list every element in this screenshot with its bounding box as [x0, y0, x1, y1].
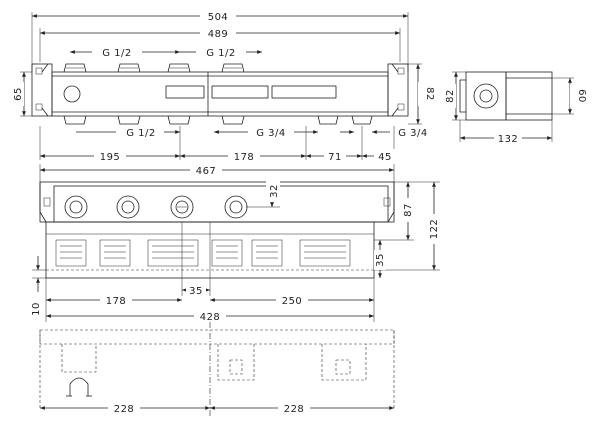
dim-pitch-3: 71: [328, 152, 342, 163]
front-dim-dist-1: 178: [106, 296, 127, 307]
front-view: 467 32: [30, 163, 440, 323]
side-dim-width: 132: [498, 134, 519, 145]
bottom-dim-half-right: 228: [284, 404, 305, 415]
thread-top-1: G 1/2: [102, 48, 132, 59]
front-ports: [64, 195, 248, 219]
front-dim-dist-2: 35: [189, 286, 203, 297]
top-view: 504 489 G 1/2 G 1/2: [12, 9, 436, 163]
dim-pitch-4: 45: [378, 152, 392, 163]
dim-inner-width: 489: [208, 29, 229, 40]
front-dim-body-width: 467: [196, 166, 217, 177]
side-dim-height: 82: [445, 89, 456, 103]
front-dim-overall: 428: [200, 312, 221, 323]
top-nozzles: [63, 63, 245, 73]
dim-height-right: 82: [424, 87, 435, 101]
side-dim-height-right: 60: [576, 89, 587, 103]
bottom-nozzles: [63, 115, 373, 125]
thread-top-2: G 1/2: [206, 48, 236, 59]
dim-height-left: 65: [13, 87, 24, 101]
front-dim-step: 10: [31, 302, 42, 316]
thread-bottom-1: G 1/2: [126, 128, 156, 139]
panel-labels: [55, 239, 351, 267]
dim-pitch-1: 195: [100, 152, 121, 163]
dim-overall-width: 504: [208, 12, 229, 23]
side-view: 82 60 132: [444, 71, 587, 145]
thread-bottom-2: G 3/4: [256, 128, 286, 139]
dim-pitch-2: 178: [234, 152, 255, 163]
front-dim-height-2: 122: [429, 219, 440, 240]
thread-bottom-3: G 3/4: [398, 128, 428, 139]
front-dim-height-1: 87: [403, 203, 414, 217]
front-dim-hole-offset: 32: [269, 184, 280, 198]
bottom-view: 228 228: [39, 322, 395, 418]
front-dim-height-3: 35: [375, 253, 386, 267]
front-dim-dist-3: 250: [282, 296, 303, 307]
bottom-dim-half-left: 228: [114, 404, 135, 415]
